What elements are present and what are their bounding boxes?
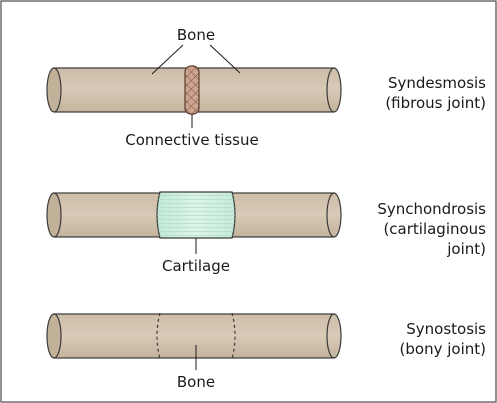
bone-label-top: Bone [177,26,215,44]
synostosis-subtitle: (bony joint) [400,340,486,358]
synostosis-bone-end-left [47,314,61,358]
synchondrosis-bone-end-right [327,193,341,237]
syndesmosis-bone-end-left [47,68,61,112]
syndesmosis-title: Syndesmosis [388,74,486,92]
synostosis-title: Synostosis [406,320,486,338]
cartilage-texture [157,192,235,238]
connective-tissue-label: Connective tissue [125,131,258,149]
synchondrosis-title: Synchondrosis [377,200,486,218]
synchondrosis-illustration [47,192,341,254]
synostosis-bone-shaft [54,314,334,358]
synchondrosis-bone-end-left [47,193,61,237]
connective-hatch-b [185,66,199,114]
synchondrosis-subtitle-2: joint) [446,240,486,258]
syndesmosis-subtitle: (fibrous joint) [385,94,486,112]
cartilage-label: Cartilage [162,257,230,275]
syndesmosis-bone-end-right [327,68,341,112]
syndesmosis-illustration [47,45,341,128]
synostosis-illustration [47,313,341,370]
synostosis-bone-end-right [327,314,341,358]
bone-label-bottom: Bone [177,373,215,391]
synchondrosis-subtitle: (cartilaginous [383,220,486,238]
